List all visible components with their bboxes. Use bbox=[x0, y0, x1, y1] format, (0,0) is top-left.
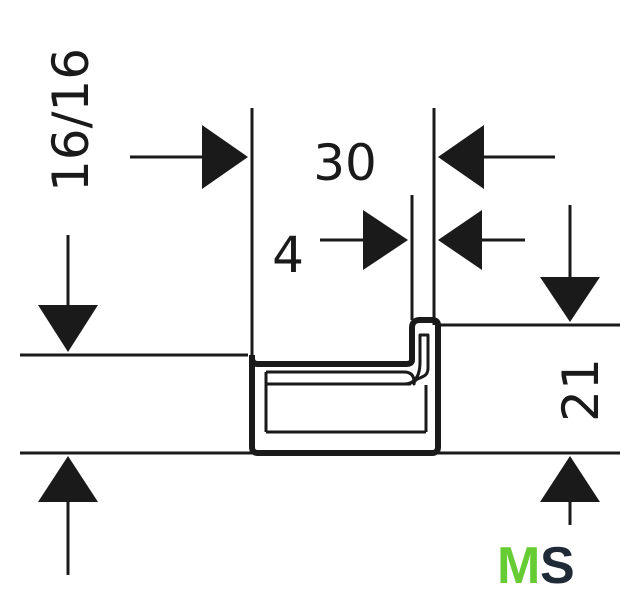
arrow-30-left bbox=[202, 125, 248, 189]
arrow-4-left bbox=[363, 210, 408, 270]
part-profile bbox=[249, 317, 441, 456]
arrow-21-top bbox=[540, 277, 600, 322]
dimension-16-16-label: 16/16 bbox=[42, 48, 100, 192]
arrow-4-right bbox=[438, 210, 482, 270]
arrow-30-right bbox=[438, 125, 484, 189]
arrowheads bbox=[38, 125, 600, 502]
ms-logo: M S bbox=[497, 537, 575, 595]
dimension-30-label: 30 bbox=[313, 134, 377, 192]
arrow-21-bottom bbox=[540, 456, 600, 502]
profile-outer bbox=[249, 317, 441, 456]
dimension-21-label: 21 bbox=[552, 358, 610, 422]
dimension-leaders bbox=[66, 155, 572, 575]
dimension-4-label: 4 bbox=[272, 226, 304, 284]
extension-lines bbox=[20, 108, 620, 455]
arrow-16-bottom bbox=[38, 456, 98, 502]
profile-inner bbox=[266, 333, 430, 386]
logo-letter-s: S bbox=[540, 537, 575, 595]
logo-letter-m: M bbox=[497, 537, 540, 595]
arrow-16-top bbox=[38, 305, 98, 352]
